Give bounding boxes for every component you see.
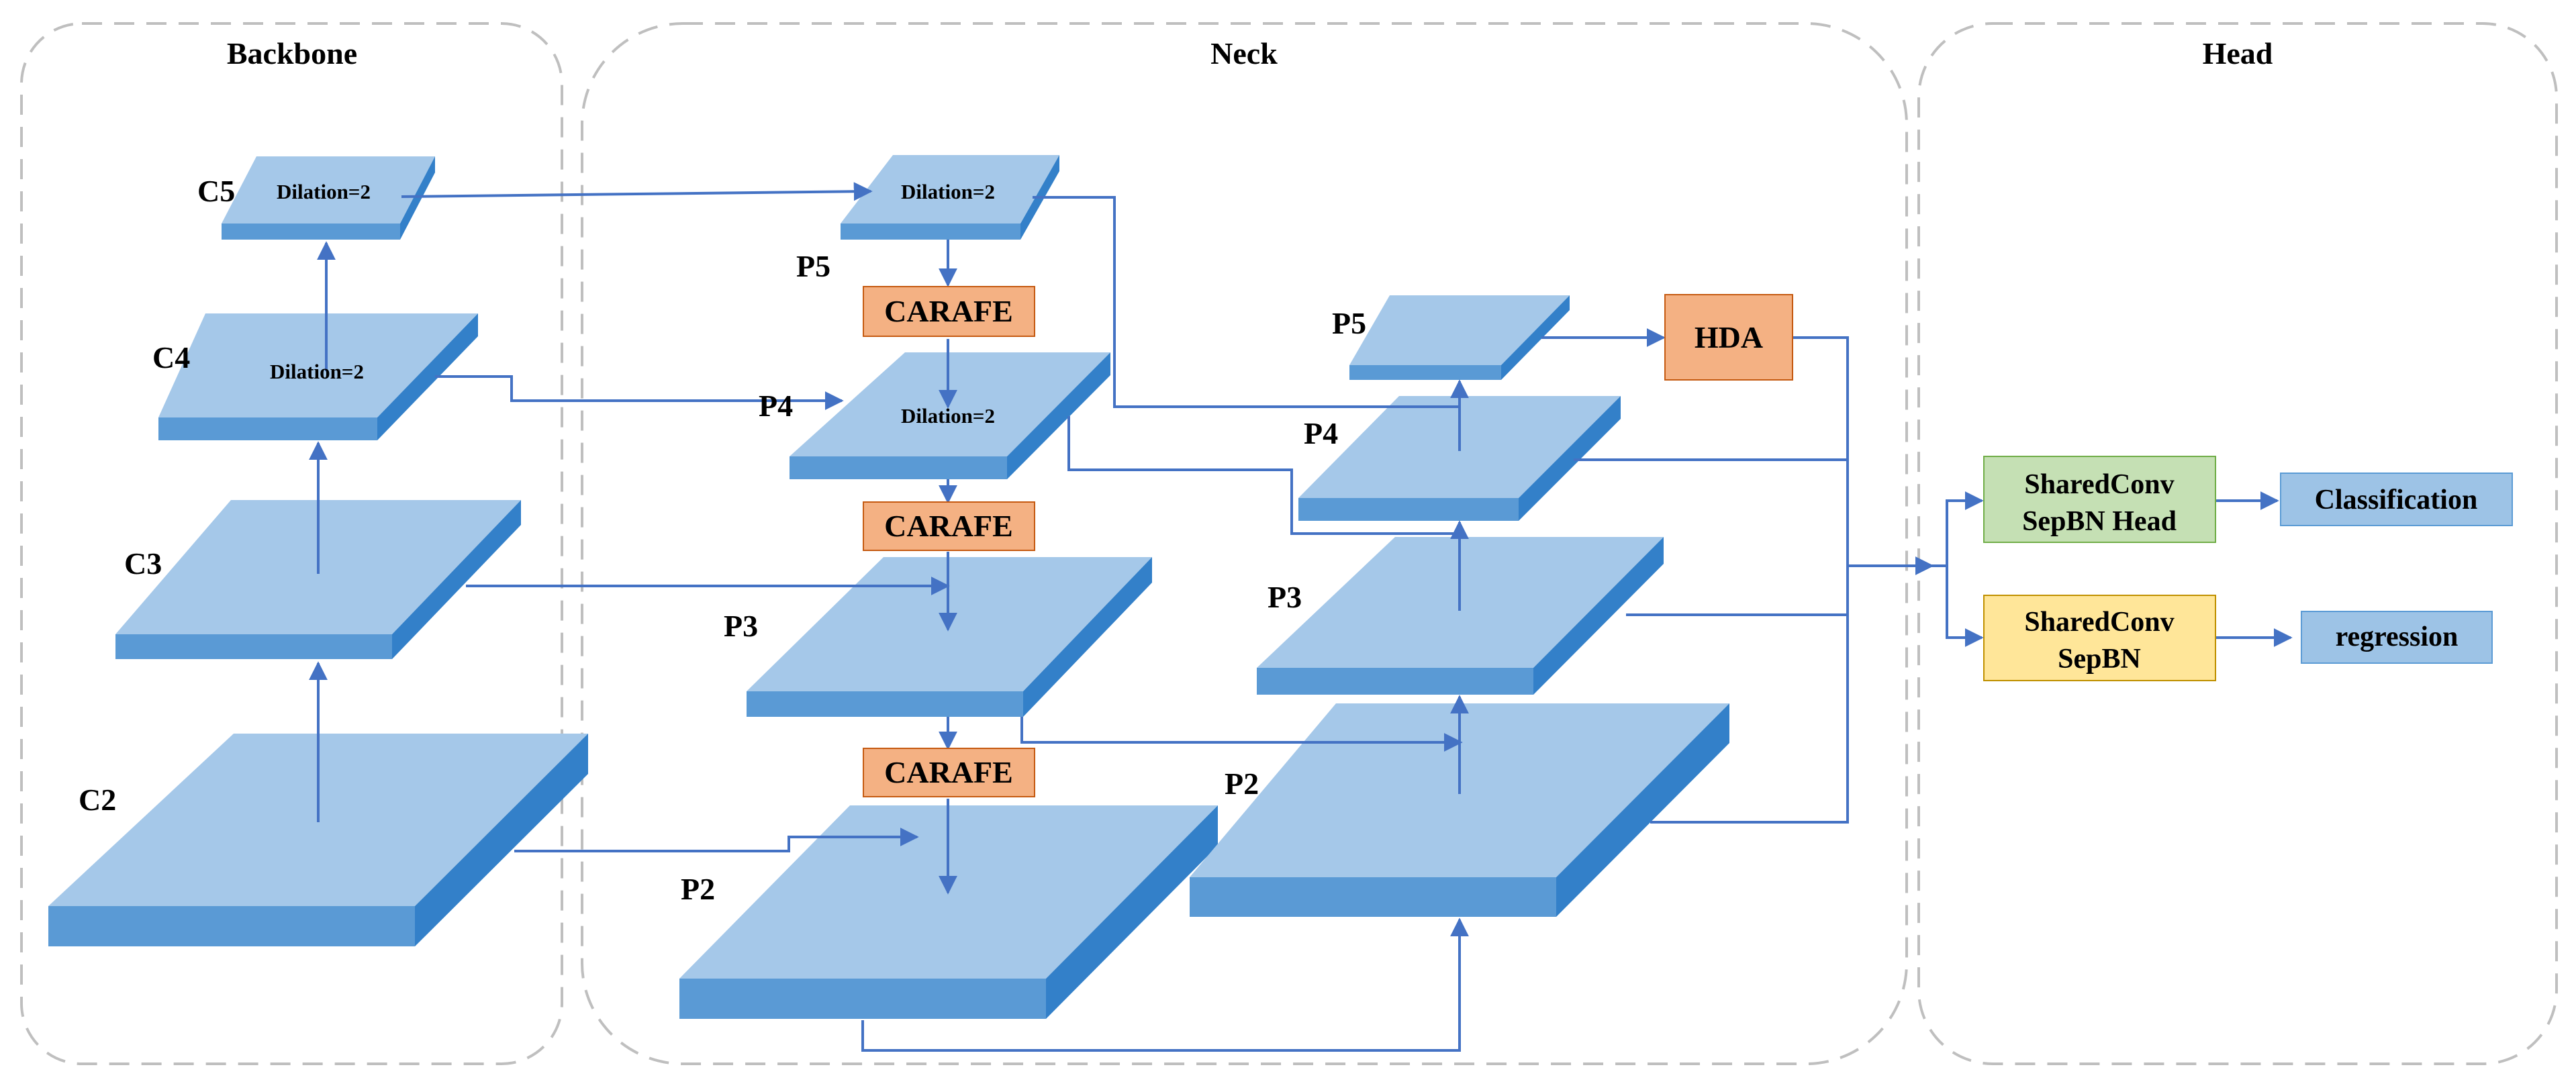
layer-td-p5 (841, 155, 1059, 240)
shared-conv-sepbn-box: SharedConv SepBN (1983, 595, 2216, 681)
label-td-p5: P5 (796, 249, 830, 283)
backbone-title: Backbone (227, 36, 357, 70)
c5-dilation-label: Dilation=2 (277, 180, 371, 203)
shared-conv-sepbn-head-box: SharedConv SepBN Head (1983, 456, 2216, 543)
svg-text:SharedConv: SharedConv (2024, 469, 2174, 500)
label-bu-p2: P2 (1225, 766, 1259, 801)
hda-box: HDA (1664, 294, 1793, 381)
layer-bu-p5 (1349, 295, 1570, 380)
head-title: Head (2203, 36, 2273, 70)
label-bu-p5: P5 (1332, 306, 1366, 340)
neck-title: Neck (1210, 36, 1278, 70)
carafe-box-3: CARAFE (863, 748, 1035, 797)
svg-text:regression: regression (2336, 622, 2459, 652)
label-bu-p4: P4 (1304, 416, 1338, 450)
svg-text:CARAFE: CARAFE (884, 509, 1013, 543)
c4-dilation-label: Dilation=2 (270, 360, 364, 383)
svg-text:SepBN Head: SepBN Head (2022, 506, 2177, 537)
connectors (309, 182, 2293, 1052)
label-td-p4: P4 (759, 389, 793, 423)
label-c4: C4 (152, 340, 190, 375)
neck-panel (581, 22, 1908, 1065)
td-p5-dilation-label: Dilation=2 (901, 180, 995, 203)
svg-text:SepBN: SepBN (2058, 644, 2141, 675)
layer-c4 (158, 313, 478, 440)
svg-text:CARAFE: CARAFE (884, 755, 1013, 789)
label-td-p3: P3 (724, 609, 758, 643)
carafe-box-1: CARAFE (863, 286, 1035, 337)
svg-text:CARAFE: CARAFE (884, 294, 1013, 328)
svg-text:Classification: Classification (2315, 485, 2478, 515)
td-p4-dilation-label: Dilation=2 (901, 404, 995, 428)
label-c2: C2 (79, 783, 116, 817)
layer-bu-p3 (1257, 537, 1664, 695)
svg-text:HDA: HDA (1695, 320, 1763, 354)
label-c3: C3 (124, 546, 162, 581)
svg-text:SharedConv: SharedConv (2024, 607, 2174, 638)
layer-c5 (222, 156, 435, 240)
label-bu-p3: P3 (1268, 580, 1302, 614)
classification-box: Classification (2280, 473, 2513, 526)
carafe-box-2: CARAFE (863, 501, 1035, 551)
regression-box: regression (2301, 611, 2493, 664)
label-td-p2: P2 (681, 872, 715, 906)
label-c5: C5 (197, 174, 235, 208)
backbone-panel (20, 22, 563, 1065)
head-panel (1917, 22, 2558, 1065)
